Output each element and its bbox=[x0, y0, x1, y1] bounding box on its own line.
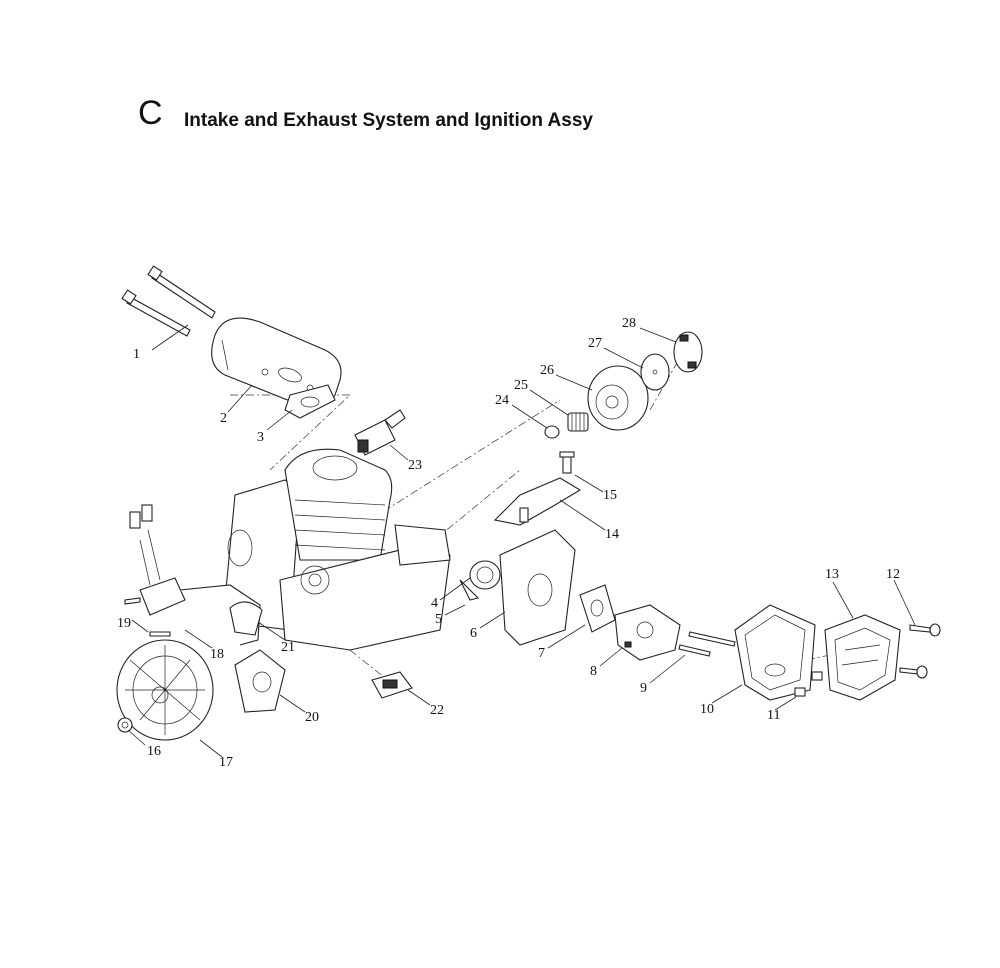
flywheel bbox=[116, 639, 214, 741]
callout-4: 4 bbox=[431, 596, 438, 611]
carburetor bbox=[614, 604, 681, 661]
clutch-plate-washer bbox=[640, 353, 670, 391]
air-filter-bracket bbox=[493, 451, 582, 526]
carburetor-studs bbox=[678, 631, 736, 657]
callout-16: 16 bbox=[147, 744, 161, 759]
ignition-screws bbox=[124, 597, 171, 637]
callout-14: 14 bbox=[605, 527, 619, 542]
callout-23: 23 bbox=[408, 458, 422, 473]
muffler-gasket bbox=[284, 384, 336, 419]
callout-26: 26 bbox=[540, 363, 554, 378]
callout-27: 27 bbox=[588, 336, 602, 351]
callout-13: 13 bbox=[825, 567, 839, 582]
callout-5: 5 bbox=[435, 612, 442, 627]
callout-labels: 1 2 3 4 5 6 7 8 9 10 11 12 13 14 15 16 1… bbox=[117, 316, 900, 770]
callout-15: 15 bbox=[603, 488, 617, 503]
callout-12: 12 bbox=[886, 567, 900, 582]
spark-plug bbox=[354, 409, 406, 456]
section-letter: C bbox=[138, 94, 163, 132]
callout-6: 6 bbox=[470, 626, 477, 641]
callout-25: 25 bbox=[514, 378, 528, 393]
callout-1: 1 bbox=[133, 347, 140, 362]
callout-leader-lines bbox=[127, 324, 916, 758]
muffler-bolts bbox=[121, 265, 216, 337]
callout-2: 2 bbox=[220, 411, 227, 426]
callout-17: 17 bbox=[219, 755, 233, 770]
callout-7: 7 bbox=[538, 646, 545, 661]
callout-10: 10 bbox=[700, 702, 714, 717]
carburetor-adapter-plate bbox=[499, 529, 576, 646]
callout-9: 9 bbox=[640, 681, 647, 696]
spark-plug-cap bbox=[229, 601, 263, 636]
callout-11: 11 bbox=[767, 708, 780, 723]
page-title: Intake and Exhaust System and Ignition A… bbox=[184, 110, 593, 131]
air-filter-screws bbox=[899, 623, 941, 679]
clutch-assembly bbox=[673, 331, 703, 373]
starter-pawl-housing bbox=[234, 649, 286, 713]
callout-21: 21 bbox=[281, 640, 295, 655]
muffler bbox=[211, 317, 342, 408]
clutch-washer bbox=[544, 425, 560, 439]
callout-8: 8 bbox=[590, 664, 597, 679]
clutch-drum-sprocket bbox=[587, 365, 649, 431]
switch bbox=[371, 671, 413, 699]
air-filter-base bbox=[734, 604, 816, 701]
engine-cylinder-crankcase bbox=[224, 448, 451, 651]
flywheel-nut bbox=[117, 717, 133, 733]
callout-28: 28 bbox=[622, 316, 636, 331]
needle-bearing bbox=[567, 412, 589, 432]
air-filter-nut bbox=[794, 671, 823, 697]
air-filter bbox=[824, 614, 901, 701]
callout-19: 19 bbox=[117, 616, 131, 631]
callout-3: 3 bbox=[257, 430, 264, 445]
carburetor-gasket bbox=[579, 584, 616, 633]
callout-24: 24 bbox=[495, 393, 509, 408]
callout-22: 22 bbox=[430, 703, 444, 718]
callout-20: 20 bbox=[305, 710, 319, 725]
intake-boot bbox=[459, 560, 501, 601]
callout-18: 18 bbox=[210, 647, 224, 662]
